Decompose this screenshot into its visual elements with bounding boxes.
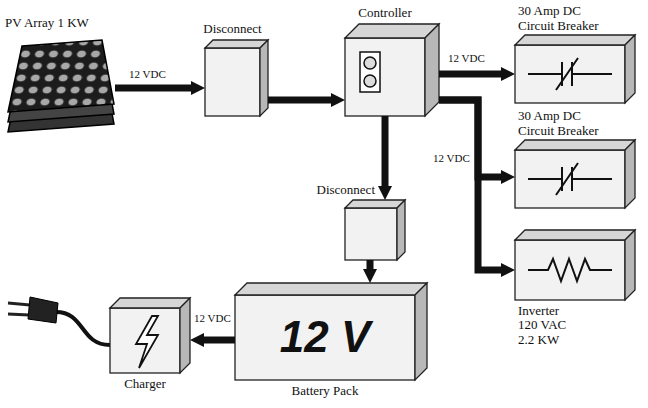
- power-arrow: [367, 260, 374, 269]
- charger-box: Charger: [110, 308, 180, 373]
- box-side: [180, 298, 190, 373]
- box-front: [515, 240, 625, 300]
- box-body: [515, 35, 635, 103]
- component-label: PV Array 1 KW: [5, 16, 125, 30]
- component-label: Disconnect: [195, 22, 270, 36]
- box-front: [515, 45, 625, 103]
- box-top: [110, 298, 190, 308]
- box-front: [235, 295, 415, 380]
- box-body: [235, 283, 427, 380]
- box-body: [345, 24, 439, 116]
- power-arrow: [268, 97, 331, 104]
- power-arrow: [382, 116, 389, 186]
- box-front: [345, 208, 397, 260]
- pv-array: PV Array 1 KW: [8, 40, 113, 135]
- voltage-label: 12 VDC: [128, 68, 167, 80]
- plug-prong: [8, 314, 29, 315]
- panel-cells: [8, 40, 114, 112]
- box-top: [515, 140, 635, 150]
- box-top: [235, 283, 427, 295]
- component-label: Inverter 120 VAC 2.2 KW: [518, 304, 576, 347]
- disconnect-box: Disconnect: [345, 208, 397, 260]
- box-front: [515, 150, 625, 208]
- power-arrow: [439, 71, 501, 78]
- box-side: [415, 283, 427, 380]
- box-side: [260, 40, 268, 116]
- power-arrow: [439, 100, 501, 270]
- box-body: [345, 200, 405, 260]
- breaker-symbol: [528, 163, 612, 195]
- box-front: [205, 48, 260, 116]
- box-top: [345, 200, 405, 208]
- power-arrow: [204, 337, 235, 344]
- box-symbols: [136, 52, 612, 368]
- box-top: [345, 24, 439, 38]
- voltage-label: 12 VDC: [432, 152, 471, 164]
- box-side: [397, 200, 405, 260]
- solar-panel-illustration: [8, 40, 114, 132]
- plug-body: [28, 297, 58, 323]
- inverter-box: Inverter 120 VAC 2.2 KW: [515, 240, 625, 300]
- component-label: Battery Pack: [235, 384, 415, 398]
- breaker-box: 30 Amp DC Circuit Breaker: [515, 150, 625, 208]
- connectors: [115, 74, 501, 340]
- breaker-symbol: [528, 58, 612, 90]
- disconnect-box: Disconnect: [205, 48, 260, 116]
- component-label: 30 Amp DC Circuit Breaker: [518, 4, 614, 33]
- component-label: Disconnect: [270, 183, 375, 197]
- box-top: [515, 35, 635, 45]
- box-top: [205, 40, 268, 48]
- controller-knob: [364, 75, 376, 87]
- box-top: [515, 230, 635, 240]
- power-arrow: [439, 100, 501, 177]
- power-arrow: [115, 85, 191, 92]
- box-side: [625, 35, 635, 103]
- box-body: [205, 40, 268, 116]
- charger-bolt: [136, 316, 158, 368]
- power-cord: [56, 312, 110, 345]
- battery-box: 12 VBattery Pack: [235, 295, 415, 380]
- box-body: [515, 140, 635, 208]
- box-front: [110, 308, 180, 373]
- breaker-box: 30 Amp DC Circuit Breaker: [515, 45, 625, 103]
- power-plug: [8, 297, 110, 345]
- battery-voltage: 12 V: [280, 313, 371, 361]
- box-body: [110, 298, 190, 373]
- controller-box: Controller: [345, 38, 425, 116]
- component-label: Controller: [335, 6, 435, 20]
- controller-knob: [364, 57, 376, 69]
- box-body: [515, 230, 635, 300]
- box-bodies: [110, 24, 635, 380]
- component-label: Charger: [100, 377, 190, 391]
- box-side: [625, 140, 635, 208]
- plug-prong: [8, 303, 30, 305]
- box-front: [345, 38, 425, 116]
- controller-switch: [360, 52, 380, 92]
- voltage-label: 12 VDC: [447, 52, 486, 64]
- box-side: [625, 230, 635, 300]
- box-side: [425, 24, 439, 116]
- inverter-symbol: [528, 259, 612, 281]
- voltage-label: 12 VDC: [193, 312, 232, 324]
- component-label: 30 Amp DC Circuit Breaker: [518, 109, 614, 138]
